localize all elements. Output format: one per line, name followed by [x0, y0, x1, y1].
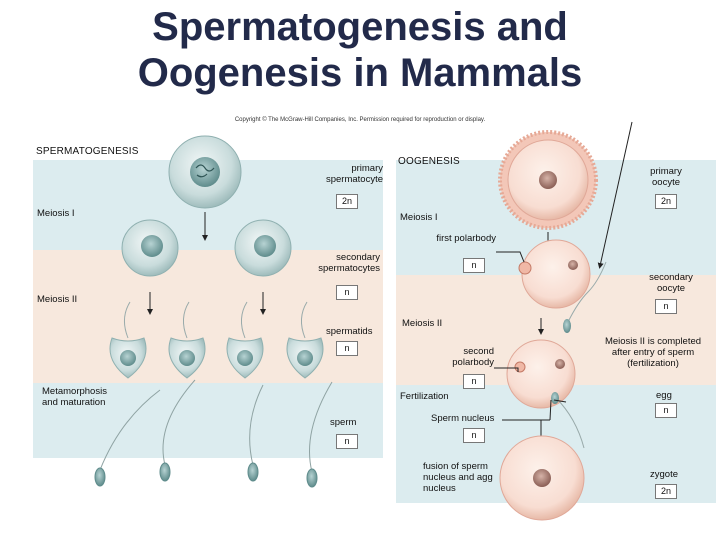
spermatids-ploidy: n [336, 341, 358, 356]
zygote-ploidy: 2n [655, 484, 677, 499]
secondary-oocyte-cell [518, 239, 591, 309]
oo-meiosis2-label: Meiosis II [402, 318, 443, 329]
sperm-nucleus-ploidy: n [463, 428, 485, 443]
first-polarbody-label: first polarbody [436, 233, 496, 244]
sperm-band-meiosis2 [33, 250, 383, 383]
incoming-sperm [563, 261, 607, 333]
sperm-label: sperm [330, 417, 357, 428]
copyright-notice: Copyright © The McGraw-Hill Companies, I… [234, 117, 486, 123]
second-polarbody-label: second polarbody [452, 346, 494, 368]
primary-spermatocyte-cell [168, 135, 242, 209]
first-polarbody-ploidy: n [463, 258, 485, 273]
primary-oocyte-ploidy: 2n [655, 194, 677, 209]
primary-oocyte-label: primary oocyte [650, 166, 682, 188]
oo-meiosis1-label: Meiosis I [400, 212, 438, 223]
primary-spermatocyte-label: primary spermatocyte [325, 163, 383, 185]
leader-lines [494, 121, 633, 421]
oogenesis-heading: OOGENESIS [398, 156, 460, 167]
sperm-cells [94, 379, 333, 488]
secondary-spermatocytes-ploidy: n [336, 285, 358, 300]
fertilization-label: Fertilization [400, 391, 449, 402]
metamorphosis-label: Metamorphosis and maturation [42, 386, 107, 408]
zygote-label: zygote [650, 469, 678, 480]
spermatids-label: spermatids [326, 326, 373, 337]
second-polarbody-ploidy: n [463, 374, 485, 389]
title-line-1: Spermatogenesis and [152, 5, 568, 49]
meiosis2-note-label: Meiosis II is completed after entry of s… [604, 336, 702, 369]
secondary-oocyte-label: secondary oocyte [649, 272, 693, 294]
sperm-meiosis2-label: Meiosis II [37, 294, 78, 305]
secondary-spermatocytes-label: secondary spermatocytes [318, 252, 380, 274]
slide-title: Spermatogenesis and Oogenesis in Mammals [0, 4, 720, 96]
primary-oocyte-cell [498, 130, 598, 230]
secondary-oocyte-ploidy: n [655, 299, 677, 314]
sperm-meiosis1-label: Meiosis I [37, 208, 75, 219]
egg-label: egg [656, 390, 672, 401]
secondary-spermatocyte-left [121, 219, 179, 277]
egg-cell [506, 339, 576, 409]
fusion-label: fusion of sperm nucleus and agg nucleus [423, 461, 493, 494]
spermatids [109, 301, 324, 379]
zygote-cell [499, 435, 585, 521]
sperm-ploidy: n [336, 434, 358, 449]
secondary-spermatocyte-right [234, 219, 292, 277]
spermatogenesis-heading: SPERMATOGENESIS [36, 146, 139, 157]
primary-spermatocyte-ploidy: 2n [336, 194, 358, 209]
sperm-nucleus-label: Sperm nucleus [431, 413, 495, 424]
title-line-2: Oogenesis in Mammals [137, 51, 583, 95]
egg-ploidy: n [655, 403, 677, 418]
